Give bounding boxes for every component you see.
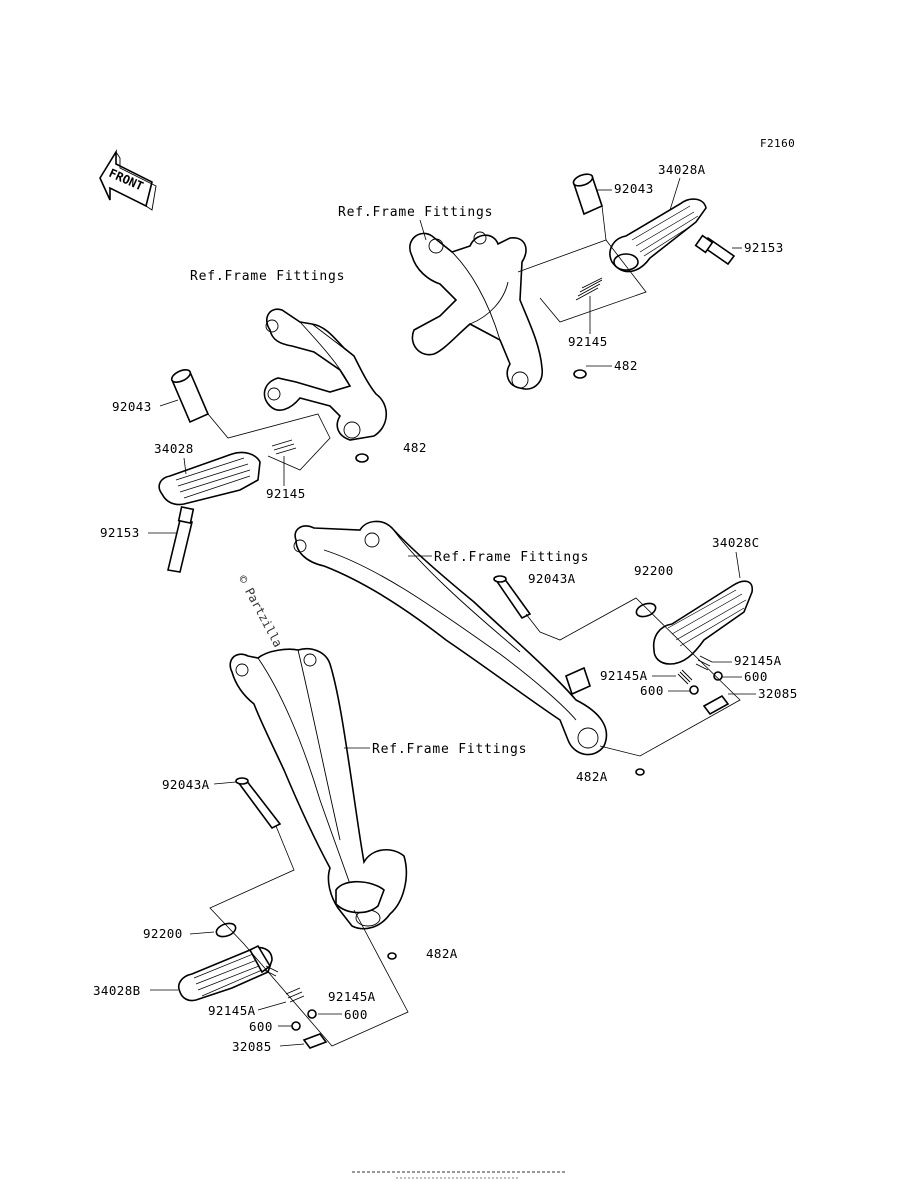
footpeg-34028B xyxy=(177,944,273,1002)
part-label-600-left-2[interactable]: 600 xyxy=(249,1019,273,1034)
footer-fineprint xyxy=(352,1171,566,1179)
ref-frame-label-mid: Ref.Frame Fittings xyxy=(434,550,589,565)
part-label-92043-top-right[interactable]: 92043 xyxy=(614,181,654,196)
part-label-92145-left[interactable]: 92145 xyxy=(266,486,306,501)
washer-92200-left xyxy=(215,922,237,938)
ball-600-right xyxy=(689,671,723,695)
part-label-600-left-1[interactable]: 600 xyxy=(344,1007,368,1022)
part-label-92043-left[interactable]: 92043 xyxy=(112,399,152,414)
pin-92043-top-right xyxy=(572,173,603,216)
ref-frame-label-left: Ref.Frame Fittings xyxy=(190,269,345,284)
pin-92043A-right xyxy=(493,575,532,620)
washer-482A-left xyxy=(387,952,397,960)
part-label-92145A-left-1[interactable]: 92145A xyxy=(208,1003,256,1018)
part-label-32085-right[interactable]: 32085 xyxy=(758,686,798,701)
washer-482-top-right xyxy=(573,369,587,379)
part-label-92145A-left-2[interactable]: 92145A xyxy=(328,989,376,1004)
part-label-600-right-1[interactable]: 600 xyxy=(744,669,768,684)
washer-92200-right xyxy=(635,602,657,618)
plate-32085-right xyxy=(702,694,730,716)
bracket-top-right xyxy=(409,231,543,390)
bracket-top-left xyxy=(263,308,388,441)
part-label-92145A-right-2[interactable]: 92145A xyxy=(600,668,648,683)
pin-92043A-left xyxy=(235,777,282,830)
part-label-92153-top-right[interactable]: 92153 xyxy=(744,240,784,255)
part-label-34028B[interactable]: 34028B xyxy=(93,983,141,998)
part-label-482-left[interactable]: 482 xyxy=(403,440,427,455)
part-label-92153-left[interactable]: 92153 xyxy=(100,525,140,540)
plate-32085-left xyxy=(302,1033,328,1049)
part-label-92043A-left[interactable]: 92043A xyxy=(162,777,210,792)
part-label-482A-right[interactable]: 482A xyxy=(576,769,608,784)
part-label-92145-top-right[interactable]: 92145 xyxy=(568,334,608,349)
front-arrow-icon: FRONT xyxy=(99,149,157,211)
ball-600-left xyxy=(291,1009,317,1031)
part-label-92200-right[interactable]: 92200 xyxy=(634,563,674,578)
washer-482A-right xyxy=(635,768,645,776)
part-label-92043A-right[interactable]: 92043A xyxy=(528,571,576,586)
bolt-92153-top-right xyxy=(694,234,736,266)
figure-id: F2160 xyxy=(760,137,795,150)
part-label-34028[interactable]: 34028 xyxy=(154,441,194,456)
spring-92145-top-left xyxy=(271,439,297,455)
part-label-32085-left[interactable]: 32085 xyxy=(232,1039,272,1054)
bolt-92153-top-left xyxy=(167,505,195,573)
washer-482-top-left xyxy=(355,453,369,463)
footpeg-34028 xyxy=(158,451,261,506)
part-label-482-top-right[interactable]: 482 xyxy=(614,358,638,373)
bracket-middle-right xyxy=(293,520,608,756)
part-label-482A-left[interactable]: 482A xyxy=(426,946,458,961)
part-label-34028C[interactable]: 34028C xyxy=(712,535,760,550)
bracket-lower-left xyxy=(229,648,408,930)
footpeg-34028A xyxy=(609,198,707,273)
part-label-92200-left[interactable]: 92200 xyxy=(143,926,183,941)
part-label-600-right-2[interactable]: 600 xyxy=(640,683,664,698)
ref-frame-label-lower: Ref.Frame Fittings xyxy=(372,742,527,757)
spring-92145A-left xyxy=(263,965,305,1003)
part-label-34028A[interactable]: 34028A xyxy=(658,162,706,177)
spring-92145-top-right xyxy=(575,277,603,301)
pin-92043-top-left xyxy=(170,369,210,424)
ref-frame-label-top: Ref.Frame Fittings xyxy=(338,205,493,220)
part-label-92145A-right-1[interactable]: 92145A xyxy=(734,653,782,668)
footpeg-34028C xyxy=(652,580,754,665)
